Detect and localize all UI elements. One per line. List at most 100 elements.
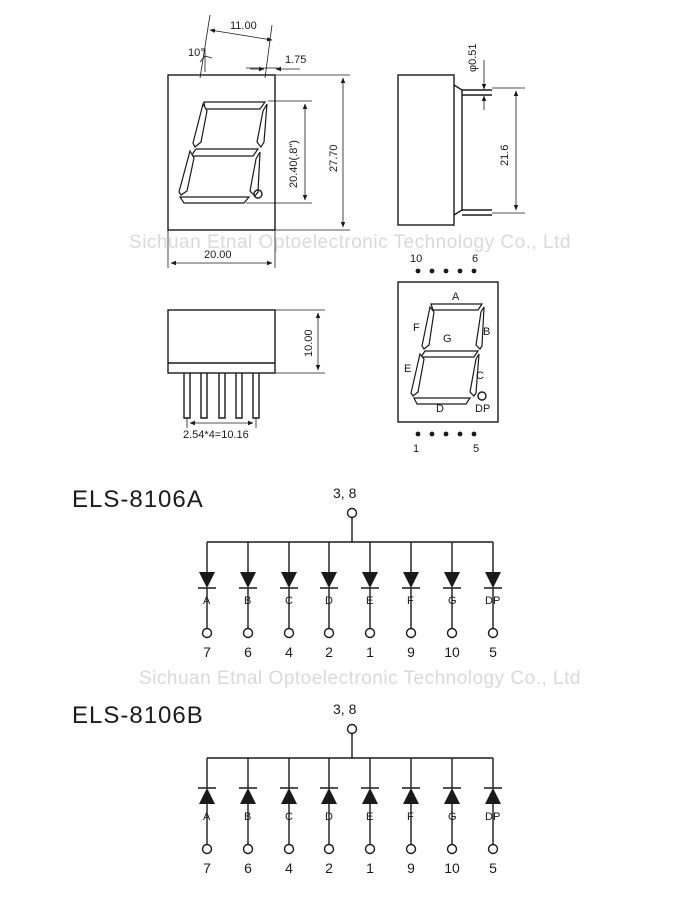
common-pin-terminal [346,723,358,735]
pin-number: 2 [325,644,333,660]
dim-pin-span: 21.6 [499,145,511,166]
seg-label-a: A [452,291,460,303]
led-channel: F9 [402,758,420,876]
pin-terminal [405,627,417,639]
segment-label: DP [485,811,500,823]
dim-offset: 1.75 [285,54,306,66]
led-channel: E1 [361,542,379,660]
segment-label: F [407,811,414,823]
circuit-title: ELS-8106A [72,486,204,513]
segment-label: C [285,595,293,607]
segment-label: B [244,811,251,823]
side-body-outline [397,74,455,226]
diode-symbol [403,788,419,804]
diode-symbol [444,788,460,804]
segment-label: G [448,595,457,607]
diode-symbol [403,572,419,588]
pin-label-10: 10 [410,253,422,265]
side-view: φ0.51 21.6 [397,43,525,226]
led-channel: A7 [198,758,216,876]
seg-label-g: G [443,333,452,345]
led-channel: DP5 [484,542,502,660]
pin-number: 10 [444,860,460,876]
diode-symbol [199,788,215,804]
front-body-outline [167,74,276,231]
segment-label: A [203,595,211,607]
led-channel: DP 5 [484,758,502,876]
dim-pin-diameter: φ0.51 [467,43,479,72]
pin-terminal [242,627,254,639]
front-view: 11.00 10° 1.75 20.40(.8") 27.70 20.00 [167,14,350,268]
pin-number: 4 [285,644,293,660]
segment-label: D [325,595,333,607]
led-channel: B6 [239,542,257,660]
led-channel: E1 [361,758,379,876]
diode-symbol [321,788,337,804]
pin-terminal [201,627,213,639]
diode-symbol [240,788,256,804]
bottom-pin-row [415,431,477,437]
led-channel: A7 [198,542,216,660]
pin-number: 6 [244,860,252,876]
seg-label-c: C [476,370,484,382]
pin-number: 5 [489,644,497,660]
pin-terminal [201,843,213,855]
diode-symbol [362,572,378,588]
dim-top-width: 11.00 [230,20,257,32]
segment-label: C [285,811,293,823]
pin-terminal [283,627,295,639]
led-channel: D2 [320,758,338,876]
pin-label-5: 5 [473,443,479,455]
led-channel: G 10 [443,542,461,660]
dim-pin-pitch: 2.54*4=10.16 [183,429,249,441]
seg-label-e: E [404,363,411,375]
diode-symbol [362,788,378,804]
pin-number: 2 [325,860,333,876]
pin-number: 7 [203,644,211,660]
bottom-body-outline [167,309,276,374]
top-pin-row [415,268,477,274]
diode-symbol [281,788,297,804]
pin-number: 10 [444,644,460,660]
pinout-digit [410,303,487,405]
segment-label: E [366,595,373,607]
dim-body-height: 27.70 [328,144,340,172]
led-channel: B6 [239,758,257,876]
seg-label-dp: DP [475,403,490,415]
diode-symbol [321,572,337,588]
pin-terminal [487,627,499,639]
segment-label: A [203,811,211,823]
diode-symbol [485,572,501,588]
seg-label-f: F [413,322,420,334]
pin-terminal [364,843,376,855]
seg-label-d: D [436,403,444,415]
segment-label: F [407,595,414,607]
watermark-top: Sichuan Etnal Optoelectronic Technology … [129,232,571,253]
pin-number: 5 [489,860,497,876]
pinout-view: 10 6 1 5 A B C D E F G DP [397,253,499,455]
dim-angle: 10° [188,47,205,59]
diode-symbol [240,572,256,588]
pin-number: 6 [244,644,252,660]
dim-body-width: 20.00 [204,249,232,261]
segment-label: D [325,811,333,823]
diode-symbol [281,572,297,588]
led-channel: G 10 [443,758,461,876]
dim-digit-height: 20.40(.8") [288,140,300,188]
common-pin-label: 3, 8 [333,701,357,717]
pin-terminal [487,843,499,855]
pin-number: 1 [366,644,374,660]
segment-label: E [366,811,373,823]
pin-label-1: 1 [413,443,419,455]
seg-label-b: B [483,326,490,338]
common-pin-label: 3, 8 [333,485,357,501]
pin-number: 9 [407,860,415,876]
pin-number: 4 [285,860,293,876]
common-pin-terminal [346,507,358,519]
segment-label: G [448,811,457,823]
circuit-title: ELS-8106B [72,702,204,729]
